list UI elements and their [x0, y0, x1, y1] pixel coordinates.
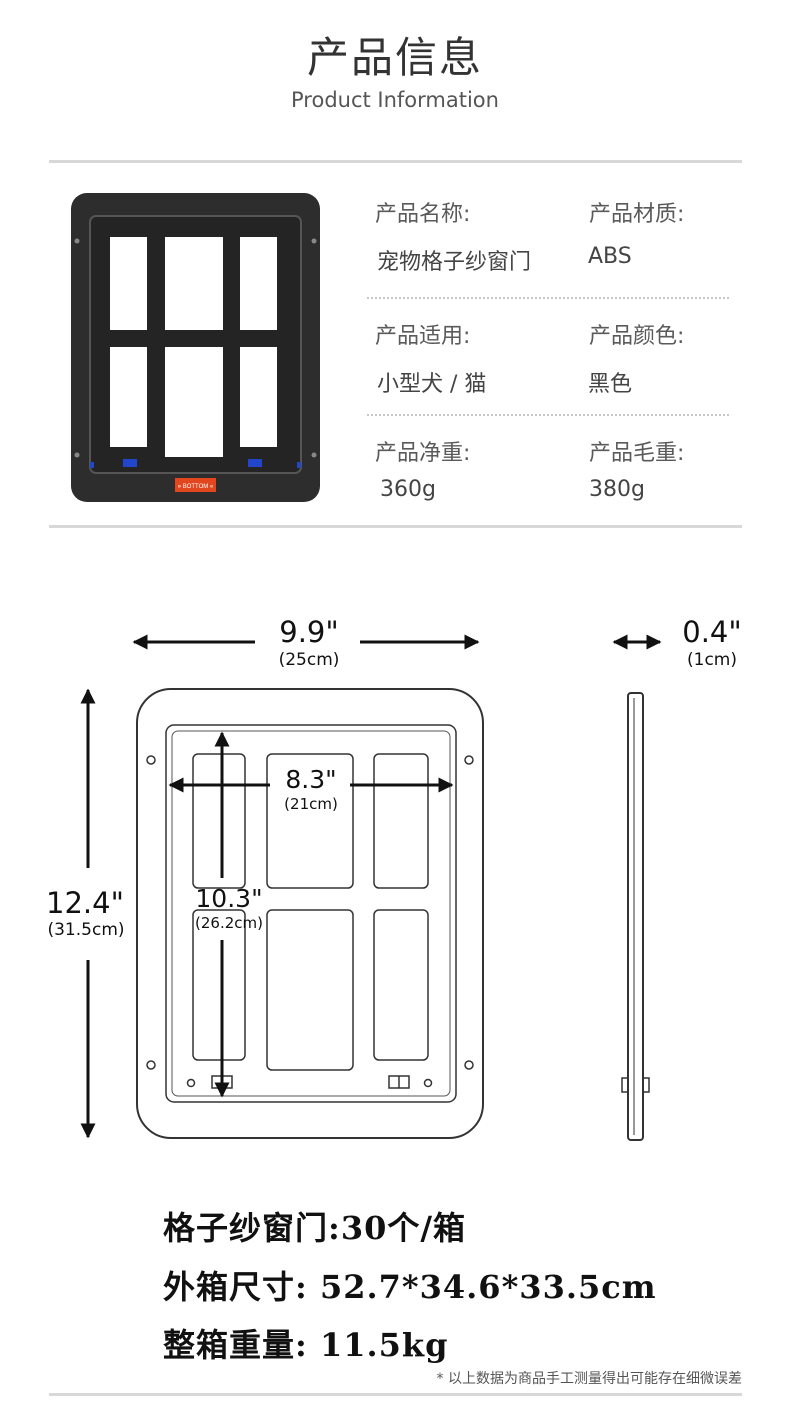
bottom-tag-text: » BOTTOM « — [178, 484, 214, 490]
depth-inch-label: 0.4" — [682, 615, 741, 649]
door-side-profile — [627, 692, 644, 1141]
inner-height-cm-label: (26.2cm) — [195, 914, 263, 932]
spec-value-name: 宠物格子纱窗门 — [377, 250, 532, 275]
spec-label-net-weight: 产品净重: — [375, 441, 471, 466]
spec-value-suitable: 小型犬 / 猫 — [377, 372, 487, 397]
spec-value-material: ABS — [588, 244, 632, 269]
spec-label-suitable: 产品适用: — [375, 324, 471, 349]
divider-top — [49, 160, 742, 163]
height-inch-label: 12.4" — [46, 886, 124, 920]
carton-size: 外箱尺寸: 52.7*34.6*33.5cm — [163, 1268, 657, 1306]
spec-label-color: 产品颜色: — [589, 324, 685, 349]
spec-value-net-weight: 360g — [380, 477, 436, 502]
spec-row-divider — [367, 414, 729, 416]
spec-row-divider — [367, 297, 729, 299]
page-subtitle: Product Information — [291, 88, 499, 112]
spec-label-material: 产品材质: — [589, 202, 685, 227]
spec-label-name: 产品名称: — [375, 202, 471, 227]
width-inch-label: 9.9" — [279, 615, 338, 649]
spec-label-gross-weight: 产品毛重: — [589, 441, 685, 466]
bottom-tag — [175, 478, 216, 492]
spec-value-color: 黑色 — [588, 372, 633, 397]
depth-cm-label: (1cm) — [687, 650, 737, 670]
height-cm-label: (31.5cm) — [47, 920, 124, 940]
page-title: 产品信息 — [306, 33, 483, 82]
spec-value-gross-weight: 380g — [589, 477, 645, 502]
divider-middle — [49, 525, 742, 528]
inner-width-inch-label: 8.3" — [285, 765, 336, 794]
inner-height-inch-label: 10.3" — [195, 884, 262, 913]
dimension-diagram: 9.9" (25cm) 0.4" (1cm) 12.4" (31.5cm) 8.… — [46, 615, 742, 1141]
inner-width-cm-label: (21cm) — [284, 795, 338, 813]
width-cm-label: (25cm) — [279, 650, 340, 670]
divider-bottom — [49, 1393, 742, 1396]
carton-weight: 整箱重量: 11.5kg — [163, 1326, 449, 1364]
measurement-footnote: * 以上数据为商品手工测量得出可能存在细微误差 — [436, 1371, 742, 1387]
packing-quantity: 格子纱窗门:30个/箱 — [163, 1209, 467, 1247]
product-photo: » BOTTOM « — [71, 193, 320, 502]
